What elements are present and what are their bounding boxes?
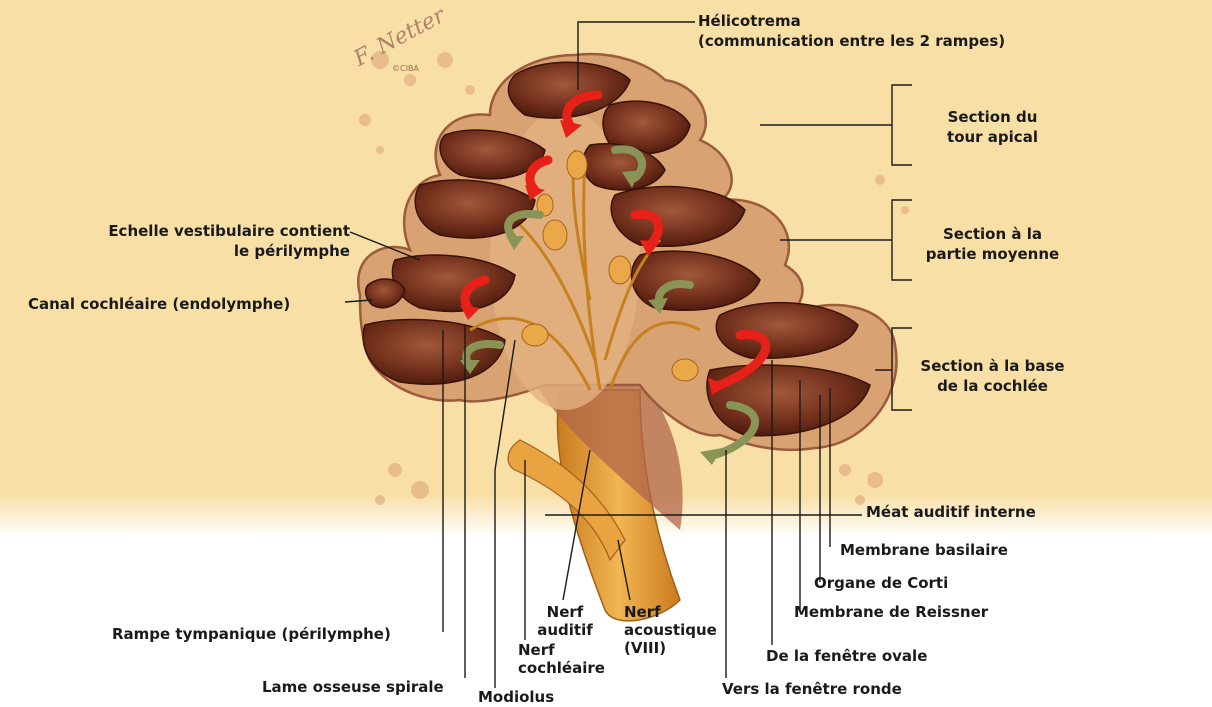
label-apical-2: tour apical [920, 128, 1065, 146]
label-nerf-cochleaire-1: Nerf [518, 641, 555, 659]
label-nerf-auditif-2: auditif [530, 621, 600, 639]
label-nerf-acoustique-1: Nerf [624, 603, 661, 621]
label-moyenne-1: Section à la [920, 225, 1065, 243]
label-moyenne-2: partie moyenne [920, 245, 1065, 263]
label-base-1: Section à la base [905, 357, 1080, 375]
label-helicotrema-sub: (communication entre les 2 rampes) [698, 32, 1005, 50]
label-nerf-cochleaire-2: cochléaire [518, 659, 605, 677]
label-apical-1: Section du [920, 108, 1065, 126]
label-meat-auditif: Méat auditif interne [866, 503, 1036, 521]
label-rampe-tympanique: Rampe tympanique (périlymphe) [112, 625, 391, 643]
label-lame-osseuse: Lame osseuse spirale [262, 678, 444, 696]
label-fenetre-ovale: De la fenêtre ovale [766, 647, 927, 665]
label-base-2: de la cochlée [905, 377, 1080, 395]
label-nerf-acoustique-2: acoustique [624, 621, 717, 639]
label-fenetre-ronde: Vers la fenêtre ronde [722, 680, 902, 698]
label-helicotrema: Hélicotrema [698, 12, 801, 30]
label-membrane-reissner: Membrane de Reissner [794, 603, 988, 621]
label-echelle-2: le périlymphe [40, 242, 350, 260]
label-membrane-basilaire: Membrane basilaire [840, 541, 1008, 559]
label-nerf-auditif-1: Nerf [530, 603, 600, 621]
label-modiolus: Modiolus [478, 688, 554, 706]
label-organe-corti: Organe de Corti [814, 574, 948, 592]
label-echelle-1: Echelle vestibulaire contient [40, 222, 350, 240]
label-nerf-acoustique-3: (VIII) [624, 639, 666, 657]
signature-copyright: ©CIBA [392, 60, 419, 78]
label-canal-cochleaire: Canal cochléaire (endolymphe) [28, 295, 290, 313]
